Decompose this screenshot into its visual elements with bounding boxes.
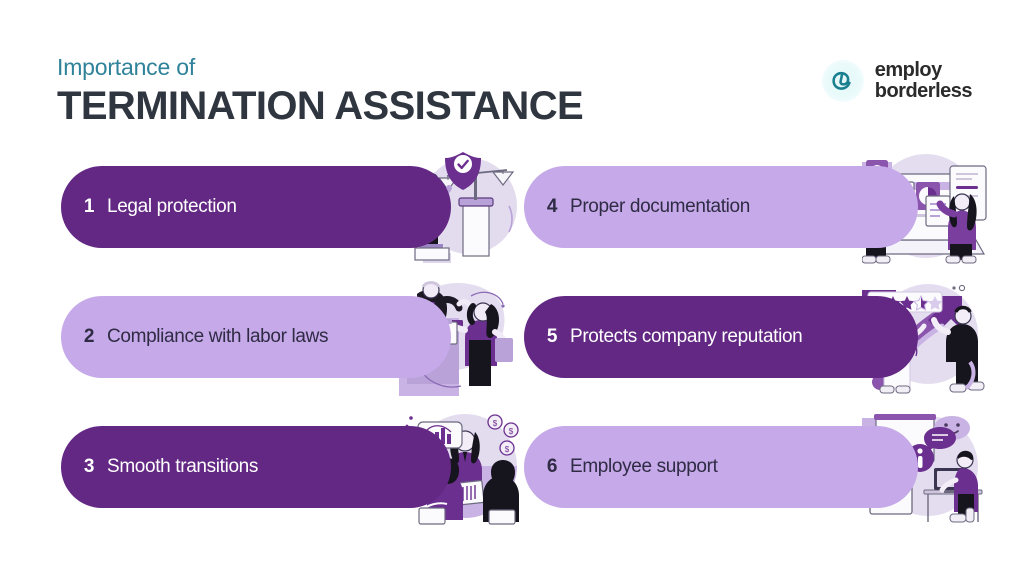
page-title: TERMINATION ASSISTANCE — [57, 84, 584, 129]
benefit-number-6: 6 — [546, 456, 558, 477]
logo-wordmark: employ borderless — [874, 59, 973, 102]
brand-logo: employ borderless — [821, 59, 973, 102]
benefit-label-2: Compliance with labor laws — [107, 325, 329, 347]
benefit-number-3: 3 — [83, 456, 95, 477]
svg-text:$: $ — [493, 419, 498, 428]
benefit-pill-6[interactable]: 6 Employee support — [524, 426, 918, 508]
benefit-card-3[interactable]: $ $ $ 3 Smooth transitions — [61, 408, 519, 526]
benefit-card-6[interactable]: 6 Employee support — [524, 408, 983, 526]
benefit-label-3: Smooth transitions — [107, 455, 259, 477]
benefit-pill-4[interactable]: 4 Proper documentation — [524, 166, 918, 248]
benefit-number-5: 5 — [546, 326, 558, 347]
benefit-number-1: 1 — [83, 196, 95, 217]
benefit-card-2[interactable]: 2 Compliance with labor laws — [61, 278, 513, 396]
benefit-number-4: 4 — [546, 196, 558, 217]
page-eyebrow: Importance of — [57, 54, 196, 80]
benefit-pill-2[interactable]: 2 Compliance with labor laws — [61, 296, 451, 378]
benefit-pill-3[interactable]: 3 Smooth transitions — [61, 426, 451, 508]
benefit-card-5[interactable]: 5 Protects company reputation — [524, 278, 985, 396]
benefit-card-4[interactable]: 4 Proper documentation — [524, 148, 987, 266]
employ-borderless-e-icon — [821, 60, 864, 102]
benefit-number-2: 2 — [83, 326, 95, 347]
logo-line-1: employ — [874, 59, 943, 82]
benefit-card-1[interactable]: 1 Legal protection — [61, 148, 517, 266]
page-header: Importance of TERMINATION ASSISTANCE — [57, 54, 584, 129]
logo-line-2: borderless — [874, 80, 973, 102]
benefit-label-5: Protects company reputation — [570, 325, 803, 347]
benefit-label-6: Employee support — [570, 455, 718, 477]
benefit-pill-1[interactable]: 1 Legal protection — [61, 166, 451, 248]
benefit-label-1: Legal protection — [107, 195, 237, 217]
svg-text:$: $ — [509, 427, 514, 436]
benefit-label-4: Proper documentation — [570, 195, 750, 217]
svg-text:$: $ — [505, 445, 510, 454]
benefit-pill-5[interactable]: 5 Protects company reputation — [524, 296, 918, 378]
